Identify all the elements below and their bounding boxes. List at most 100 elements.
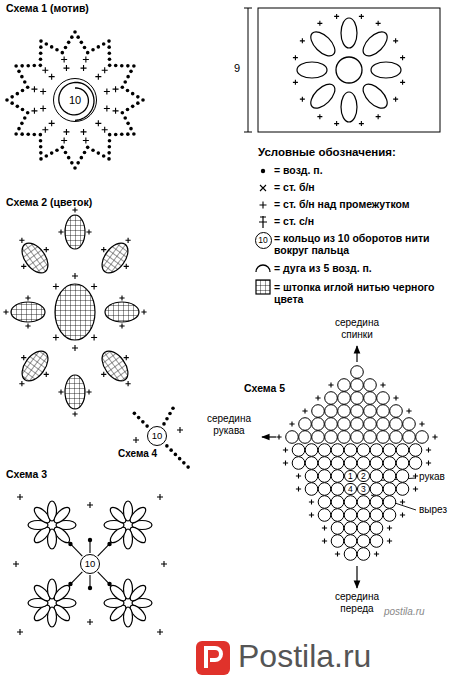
chain-dot [165, 417, 169, 421]
sc-stitch [387, 538, 392, 543]
sc-stitch [317, 114, 322, 119]
bead-circle [318, 496, 331, 509]
sc-stitch [91, 334, 97, 340]
bead-circle [396, 470, 409, 483]
chain-dot [136, 95, 140, 99]
bead-circle [377, 418, 390, 431]
bead-circle [383, 457, 396, 470]
chain-dot [26, 111, 30, 115]
bead-circle [390, 405, 403, 418]
chain-dot [141, 420, 145, 424]
sc-stitch [380, 382, 385, 387]
dc-spoke [98, 572, 110, 584]
chain-dot [76, 161, 80, 165]
sc-stitch [58, 229, 63, 234]
chain-dot [26, 86, 30, 90]
sc-stitch [13, 561, 19, 567]
label-text: Postila.ru [238, 638, 453, 675]
chain-dot [39, 64, 43, 68]
bead-circle [357, 444, 370, 457]
petal-loop [341, 18, 357, 48]
ring-circle: 10 [80, 554, 100, 574]
bead-circle [396, 444, 409, 457]
legend-text: = штопка иглой нитью черного цвета [274, 281, 454, 305]
sc-stitch [61, 138, 67, 144]
chain-dot [83, 46, 87, 50]
bead-circle [325, 392, 338, 405]
ring-number: 1 [348, 472, 353, 481]
chain-dot [80, 41, 84, 45]
legend-text: = кольцо из 10 оборотов нити вокруг паль… [274, 232, 454, 256]
chain-dot [91, 148, 95, 152]
chain-dot [169, 448, 173, 452]
chain-dot [108, 57, 112, 61]
sc-stitch [334, 121, 339, 126]
darning-sample [256, 280, 270, 294]
sc-stitch [17, 629, 23, 635]
sc-stitch [25, 295, 30, 300]
bead-circle [351, 418, 364, 431]
bead-circle [325, 431, 338, 444]
bead-circle [396, 457, 409, 470]
chain-dot [165, 444, 169, 448]
sc-stitch [309, 512, 314, 517]
chain-dot [186, 465, 190, 469]
sc-stitch [61, 56, 67, 62]
chain-dot [120, 64, 124, 68]
sc-stitch [72, 345, 78, 351]
sc-stitch [393, 38, 398, 43]
darned-petal [97, 238, 133, 277]
chain-dot [107, 39, 111, 43]
bead-circle [305, 444, 318, 457]
bead-circle [351, 379, 364, 392]
ring-number: 10 [69, 95, 81, 106]
bead-circle [383, 444, 396, 457]
ring-number: 10 [258, 236, 267, 245]
sc-stitch [83, 138, 89, 144]
petal-loop [52, 583, 73, 604]
bead-circle [357, 535, 370, 548]
petal-loop [52, 505, 73, 526]
sc-stitch [87, 619, 93, 625]
legend-text: = ст. б/н [274, 181, 454, 193]
sc-stitch [302, 408, 307, 413]
bead-circle [286, 431, 299, 444]
label-text: Схема 2 (цветок) [6, 196, 146, 208]
chain-dot [123, 80, 127, 84]
chain-dot [39, 39, 43, 43]
bead-circle [338, 418, 351, 431]
sc-x-stitch [260, 185, 266, 191]
chain-dot [17, 70, 21, 74]
sc-stitch [260, 202, 267, 209]
bead-circle [364, 379, 377, 392]
chain-dot [67, 156, 71, 160]
legend-text: = возд. п. [274, 164, 454, 176]
ring-number: 2 [361, 472, 366, 481]
chain-dot [55, 148, 59, 152]
sc-stitch [315, 395, 320, 400]
sc-stitch [63, 65, 69, 71]
bead-circle [383, 483, 396, 496]
chain-dot [26, 64, 30, 68]
petal-loop [371, 62, 401, 78]
bead-circle [357, 548, 370, 561]
label-text: середина переда [320, 591, 394, 614]
chain-dot [171, 406, 175, 410]
sc-stitch [276, 434, 281, 439]
sc-stitch [317, 21, 322, 26]
bead-circle [305, 470, 318, 483]
chain-dot [136, 101, 140, 105]
bead-circle [364, 431, 377, 444]
arrow-front [356, 566, 357, 588]
chain-dot [121, 86, 125, 90]
dc-spoke [70, 544, 82, 556]
petal-loop [307, 28, 340, 61]
chain-dot [45, 154, 49, 158]
sc-stitch [31, 86, 37, 92]
bead-circle [312, 418, 325, 431]
sc-stitch [31, 108, 37, 114]
label-text: Схема 4 [118, 448, 166, 460]
sc-stitch [161, 561, 167, 567]
arrow-sleeve [262, 436, 276, 437]
sc-stitch [72, 273, 78, 279]
